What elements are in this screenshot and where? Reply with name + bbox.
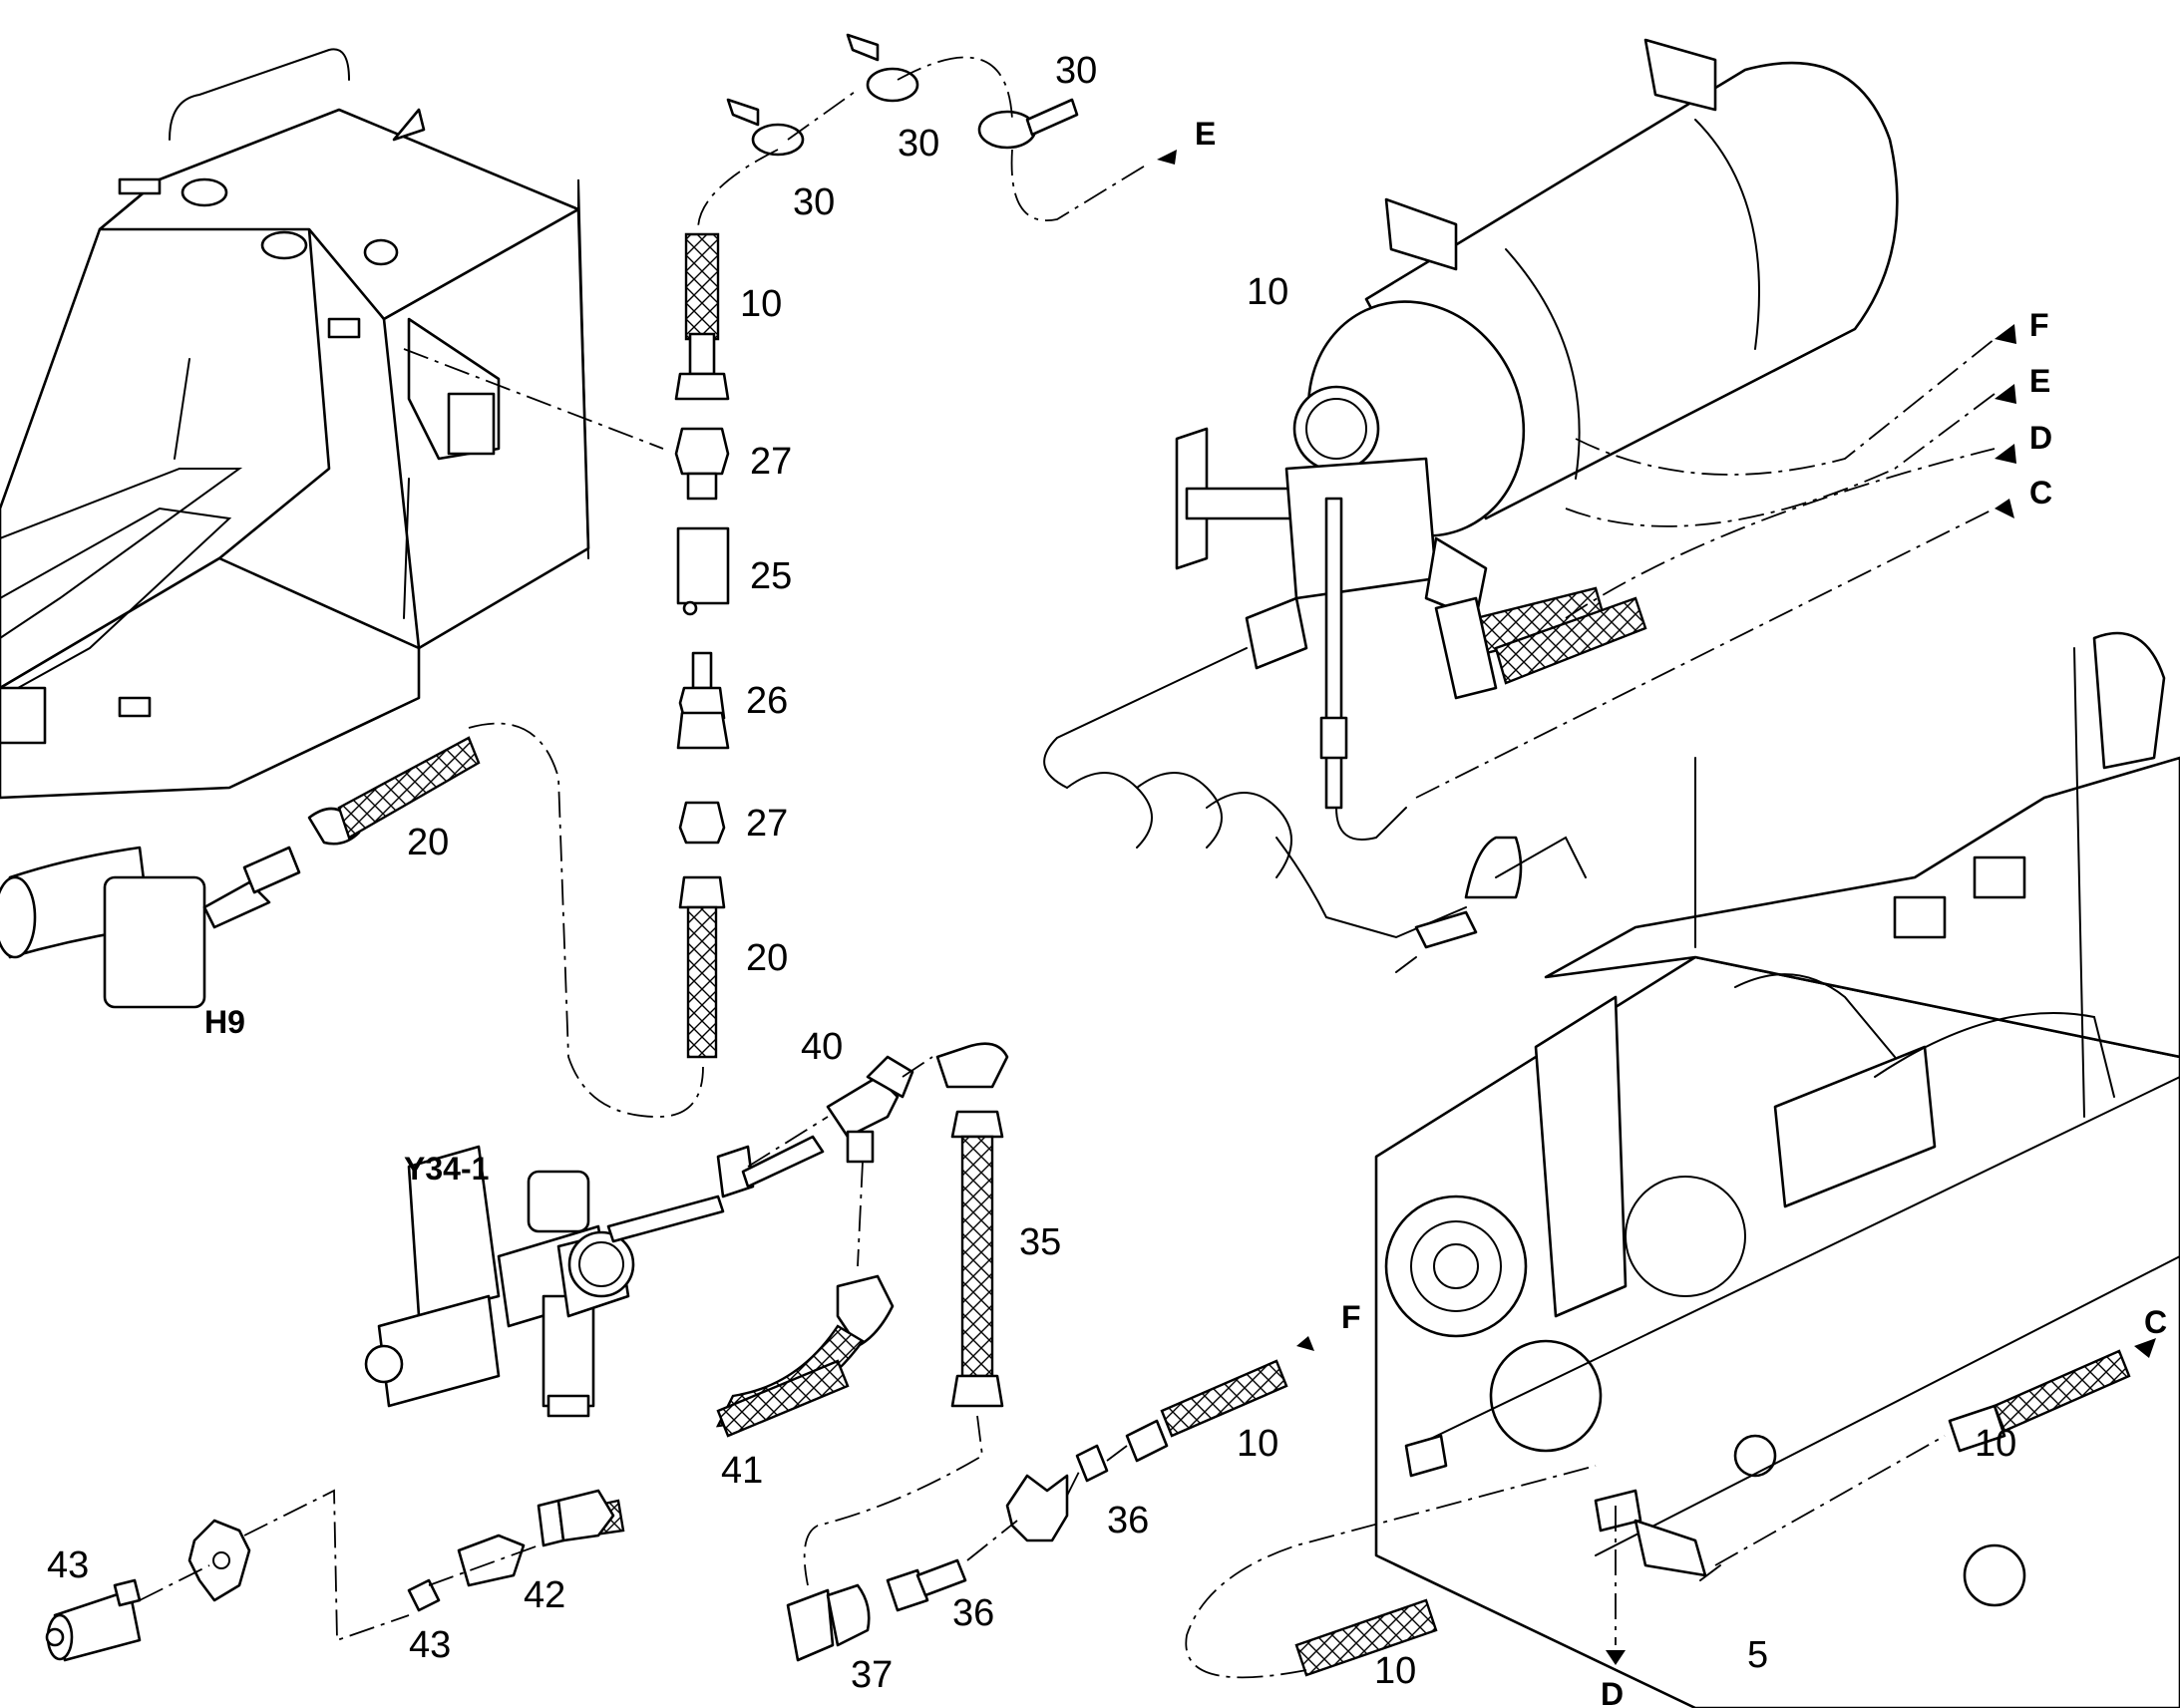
callout-30-clamp-right: 30 (1055, 50, 1097, 92)
callout-40-tee: 40 (801, 1026, 843, 1068)
ref-label-e-top: E (1195, 116, 1216, 152)
ref-label-d-bottom: D (1601, 1676, 1624, 1708)
arrow-f-tank (1995, 324, 2016, 344)
callout-36-washer: 36 (1107, 1500, 1149, 1541)
callout-27-nipple-bottom: 27 (746, 803, 788, 845)
air-tank-assembly: F E D C 10 (1043, 38, 2052, 973)
valve-block-y34-1: Y34-1 (364, 1116, 829, 1418)
callout-20-hose-stack: 20 (746, 937, 788, 979)
cab-housing (0, 48, 590, 800)
tee-and-hoses: 40 35 41 (715, 1026, 1061, 1586)
callout-27-nipple-top: 27 (750, 441, 792, 483)
callout-30-clamp-left: 30 (793, 181, 835, 223)
bottom-left-fittings: 43 43 42 (45, 1489, 625, 1666)
engine-block: C D 10 10 5 (1185, 631, 2180, 1708)
callout-42-nipple: 42 (524, 1574, 565, 1616)
ref-label-c-tank: C (2029, 475, 2052, 511)
ref-label-h9: H9 (204, 1004, 245, 1040)
ref-label-y34-1: Y34-1 (404, 1151, 489, 1187)
horn-h9: H9 20 (0, 736, 481, 1040)
callout-5-sensor: 5 (1747, 1634, 1768, 1676)
callout-10-hose-c: 10 (1975, 1423, 2016, 1465)
callout-35-hose: 35 (1019, 1221, 1061, 1263)
ref-label-c-hose: C (2144, 1304, 2167, 1340)
arrow-d-tank (1995, 444, 2016, 464)
callout-25-coupling: 25 (750, 555, 792, 597)
arrow-f-hose (1296, 1336, 1314, 1351)
callout-37-elbow: 37 (851, 1654, 893, 1696)
arrow-c-tank (1995, 499, 2014, 518)
ref-label-f-tank: F (2029, 307, 2049, 343)
callout-20-horn-hose: 20 (407, 822, 449, 863)
ref-label-f-hose: F (1341, 1299, 1361, 1335)
arrow-e-top (1157, 150, 1177, 165)
callout-43-plug: 43 (47, 1544, 89, 1586)
callout-10-hose-f: 10 (1237, 1423, 1278, 1465)
callout-30-clamp-middle: 30 (898, 123, 939, 165)
callout-36-nipple: 36 (952, 1592, 994, 1634)
arrow-c-hose (2134, 1338, 2156, 1358)
callout-10-air-tank: 10 (1247, 271, 1288, 313)
callout-43-washer: 43 (409, 1624, 451, 1666)
callout-10-hose-d: 10 (1374, 1650, 1416, 1692)
fitting-stack: 10 27 25 26 27 20 (403, 232, 792, 1118)
callout-41-hose: 41 (721, 1450, 763, 1492)
ref-label-d-tank: D (2029, 420, 2052, 456)
arrow-d-bottom (1606, 1650, 1626, 1665)
bottom-centre-fittings: F 36 36 37 10 (786, 1299, 1361, 1696)
callout-26-adapter: 26 (746, 680, 788, 722)
hose-clamps-30: 30 30 30 E (697, 33, 1216, 230)
callout-10-hose-stack: 10 (740, 283, 782, 325)
ref-label-e-tank: E (2029, 363, 2050, 399)
arrow-e-tank (1995, 384, 2016, 404)
